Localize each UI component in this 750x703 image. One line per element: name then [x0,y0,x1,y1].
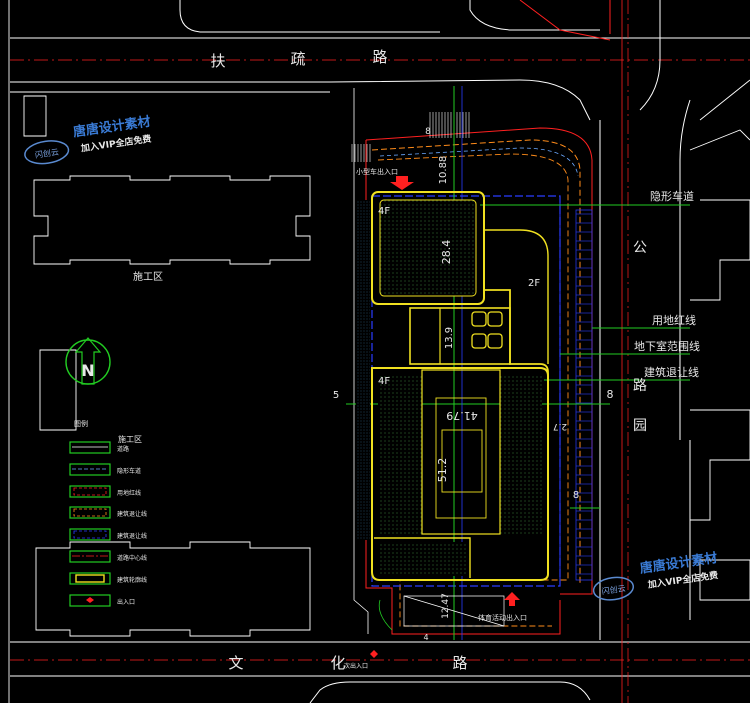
callout-building-setback: 建筑退让线 [644,365,699,379]
tower-inner [379,199,477,297]
callout-hidden-lane: 隐形车道 [650,189,694,203]
block-height-dimension: 51.2 [436,458,449,483]
core-building [409,307,511,365]
svg-text:园: 园 [633,418,647,434]
podium-outline-east [484,229,549,364]
south-road-label: 文 化 路 [228,654,467,672]
construction-zone-label: 施工区 [133,270,163,283]
callout-landuse-line: 用地红线 [652,313,696,327]
dim-north-small: 8 [425,127,431,137]
south-road [10,641,750,703]
svg-text:闪创云: 闪创云 [601,583,626,596]
callout-basement-line: 地下室范围线 [634,339,700,353]
svg-text:闪创云: 闪创云 [34,147,59,160]
north-letter: N [81,361,94,380]
north-arrow: N [65,337,111,385]
south-entrance-label-b: 次出入口 [344,662,368,670]
svg-text:隐形车道: 隐形车道 [117,467,141,475]
block-court [421,369,501,535]
svg-text:化: 化 [330,654,345,672]
svg-text:建筑退让线: 建筑退让线 [117,510,147,518]
svg-text:扶: 扶 [210,52,225,70]
west-strip-hatch [356,200,370,540]
svg-text:出入口: 出入口 [117,598,135,606]
legend-title: 施工区 [118,434,142,444]
legend-item-hidden-lane: 隐形车道 [69,463,141,476]
main-block-building [371,367,549,581]
core-dimension: 13.9 [444,327,455,349]
svg-text:路: 路 [452,654,467,672]
svg-text:建筑轮廓线: 建筑轮廓线 [117,576,147,584]
north-entrance-hatch [351,112,470,162]
dim-south-setback: 12.47 [441,593,451,619]
svg-text:道路: 道路 [117,445,129,453]
legend-item-building-outline: 建筑轮廓线 [69,572,147,585]
south-entrance-arrow [504,592,520,606]
hidden-lane-north [379,147,579,177]
south-entrance-area [403,595,505,627]
east-buildings [689,79,750,601]
north-arrow-shape [74,337,102,385]
svg-text:路: 路 [633,378,647,394]
dim-east-setback-b: 8 [573,490,579,501]
legend-item-entrance: 出入口 [69,594,135,607]
legend: 施工区 道路 隐形车道 用地红线 建筑退让线 建筑退让线 [69,434,147,607]
west-buildings [23,95,311,637]
legend-item-road: 道路 [69,441,129,454]
legend-item-road-centerline: 道路中心线 [69,550,147,563]
svg-text:文: 文 [228,654,243,672]
svg-text:用地红线: 用地红线 [117,489,141,497]
legend-item-landuse: 用地红线 [69,485,141,498]
parking-ticks [576,213,592,575]
legend-item-setback-1: 建筑退让线 [69,506,147,519]
core-outline [409,307,511,365]
dim-west-setback: 5 [333,390,339,401]
south-entrance-marker [370,650,378,658]
block-outline [371,367,549,581]
legend-side-label: 图例 [74,419,88,428]
south-curve-green [378,599,393,631]
watermark-logo-icon-2 [592,576,635,601]
north-entrance-arrow [390,176,414,190]
svg-text:疏: 疏 [290,50,305,68]
east-parking-strip [575,209,593,581]
svg-text:道路中心线: 道路中心线 [117,554,147,562]
dim-east-small: 2.7 [553,421,567,431]
south-entrance-label-a: 体育活动出入口 [478,613,527,622]
north-road [10,0,750,121]
podium-floors-label: 2F [528,278,540,289]
north-road-red-lines [519,0,611,41]
north-road-label: 扶 疏 路 [210,48,387,70]
svg-text:建筑退让线: 建筑退让线 [117,532,147,540]
site-west-edge [353,88,369,634]
dim-east-setback-a: 8 [607,388,614,401]
svg-text:路: 路 [372,48,387,66]
tower-floors-label: 4F [378,206,390,217]
landuse-red-line [365,127,593,595]
block-width-dimension: 41.79 [446,409,478,422]
legend-item-setback-2: 建筑退让线 [69,528,147,541]
tower-dimension: 28.4 [440,240,453,265]
north-entrance-label: 小型车出入口 [356,167,398,176]
dim-north-setback: 10.88 [438,156,449,185]
watermark-logo-icon [24,140,70,165]
dim-south-small: 4 [423,633,428,642]
svg-text:公: 公 [633,240,647,256]
east-road-label: 公 路 园 [633,240,647,434]
block-floors-label: 4F [378,376,390,387]
